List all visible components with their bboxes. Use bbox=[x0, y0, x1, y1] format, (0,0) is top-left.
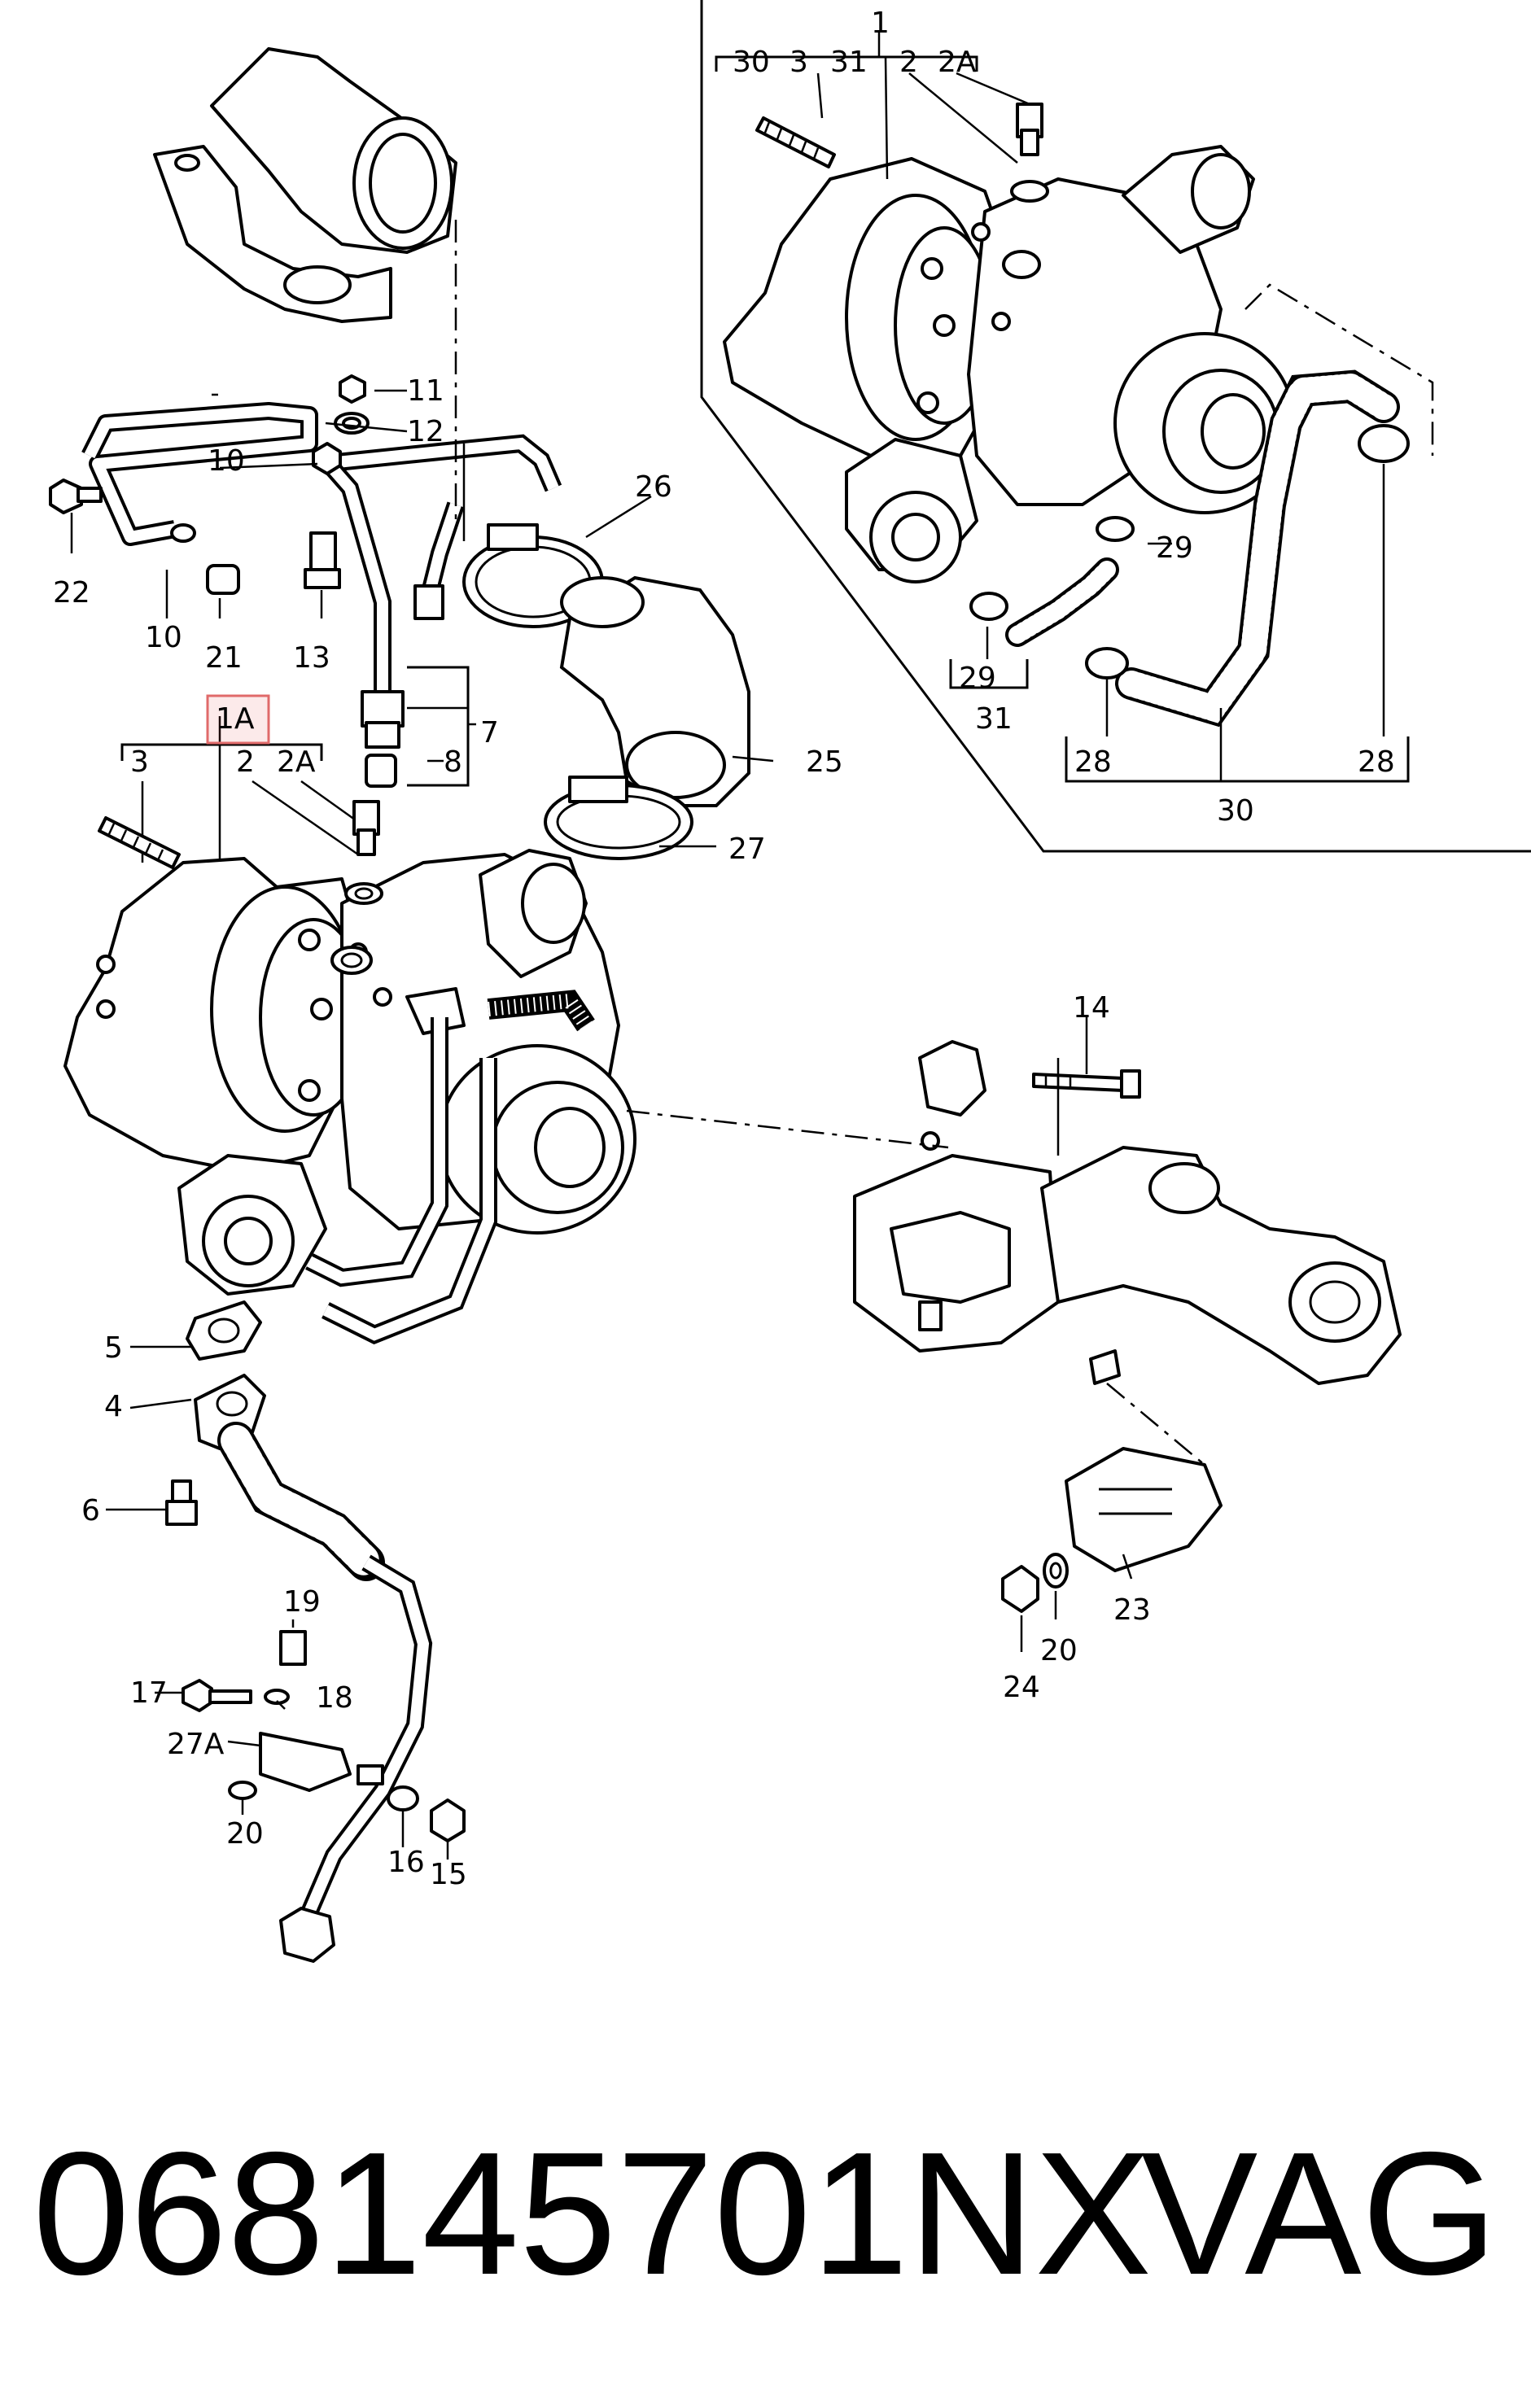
label-7: 7 bbox=[480, 716, 499, 749]
label-2-inset: 2 bbox=[899, 46, 918, 79]
highlight-1A bbox=[206, 694, 270, 745]
label-15: 15 bbox=[430, 1858, 467, 1891]
label-8: 8 bbox=[444, 745, 462, 779]
oil-feed-line bbox=[314, 449, 405, 749]
oil-return-line bbox=[217, 1422, 433, 1963]
label-2A-inset: 2A bbox=[938, 46, 977, 79]
inlet-elbow bbox=[153, 47, 457, 323]
label-6: 6 bbox=[81, 1494, 100, 1527]
label-28-right: 28 bbox=[1358, 745, 1395, 779]
label-24: 24 bbox=[1003, 1671, 1040, 1704]
label-20-left: 20 bbox=[226, 1817, 264, 1851]
label-19: 19 bbox=[283, 1585, 321, 1619]
label-31-inset: 31 bbox=[830, 46, 868, 79]
label-29-right: 29 bbox=[1156, 531, 1193, 565]
label-10-lower: 10 bbox=[145, 621, 182, 654]
banjo-bolt-2A bbox=[344, 800, 383, 905]
exhaust-manifold bbox=[853, 1040, 1402, 1385]
nut-24 bbox=[1001, 1565, 1039, 1613]
bolt-6 bbox=[165, 1479, 198, 1526]
label-11: 11 bbox=[407, 374, 444, 408]
inset-vacuum-hose-large bbox=[1115, 369, 1400, 728]
label-28-left: 28 bbox=[1074, 745, 1112, 779]
small-fasteners-upper bbox=[49, 374, 397, 788]
washer-20-right bbox=[1043, 1553, 1069, 1589]
label-25: 25 bbox=[806, 745, 843, 779]
inset-panel bbox=[700, 0, 1531, 853]
label-2: 2 bbox=[236, 745, 255, 779]
inset-turbocharger bbox=[723, 145, 1296, 583]
label-2A: 2A bbox=[277, 745, 316, 779]
label-17: 17 bbox=[130, 1676, 168, 1710]
label-3-inset: 3 bbox=[790, 46, 808, 79]
callout-labels: 1 30 3 31 2 2A 29 29 31 28 28 30 11 12 1… bbox=[53, 7, 1395, 1891]
oil-return-bracket bbox=[182, 1630, 466, 1842]
inset-stud bbox=[755, 116, 836, 168]
label-26: 26 bbox=[635, 470, 672, 504]
label-20-right: 20 bbox=[1040, 1634, 1078, 1667]
intake-hose-25 bbox=[559, 575, 750, 807]
label-14: 14 bbox=[1073, 991, 1110, 1025]
inset-banjo-bolt bbox=[1010, 103, 1049, 203]
inset-vacuum-hose-small bbox=[1005, 557, 1119, 647]
main-turbocharger bbox=[63, 849, 636, 1296]
coolant-pipe bbox=[305, 1017, 497, 1345]
bolt-14 bbox=[1032, 1069, 1141, 1099]
label-30-lower: 30 bbox=[1217, 794, 1254, 828]
hose-clamp-27 bbox=[544, 776, 693, 860]
label-3: 3 bbox=[130, 745, 149, 779]
label-30-inset: 30 bbox=[733, 46, 770, 79]
brand-name: VAG bbox=[1140, 2115, 1498, 2311]
gasket-5 bbox=[186, 1300, 262, 1361]
centerlines bbox=[106, 220, 1205, 1860]
label-31-lower: 31 bbox=[975, 702, 1013, 736]
stud-3 bbox=[98, 816, 181, 869]
label-1: 1 bbox=[871, 7, 890, 40]
label-1A: 1A bbox=[216, 702, 255, 736]
oil-supply-pipe bbox=[81, 402, 562, 620]
inset-brackets bbox=[715, 33, 1434, 783]
inset-hose-clamp-29 bbox=[969, 516, 1135, 621]
inset-hose-clamp-28 bbox=[1085, 424, 1410, 680]
label-12: 12 bbox=[407, 415, 444, 448]
part-number: 068145701NX bbox=[33, 2115, 1152, 2311]
label-27: 27 bbox=[728, 833, 766, 866]
label-23: 23 bbox=[1113, 1593, 1151, 1627]
label-5: 5 bbox=[104, 1331, 123, 1365]
caption: 068145701NX VAG bbox=[33, 2108, 1498, 2319]
turbocharger-exploded-diagram: 1 30 3 31 2 2A 29 29 31 28 28 30 11 12 1… bbox=[49, 0, 1531, 1963]
label-22: 22 bbox=[53, 576, 90, 610]
heat-shield-23 bbox=[1065, 1447, 1223, 1572]
label-10-upper: 10 bbox=[208, 444, 245, 478]
label-18: 18 bbox=[316, 1681, 353, 1715]
label-4: 4 bbox=[104, 1390, 123, 1423]
label-16: 16 bbox=[387, 1846, 425, 1879]
brackets-upper-left bbox=[70, 389, 774, 863]
label-29-left: 29 bbox=[959, 662, 996, 695]
label-21: 21 bbox=[205, 641, 243, 675]
label-27A: 27A bbox=[167, 1728, 225, 1761]
label-13: 13 bbox=[293, 641, 330, 675]
